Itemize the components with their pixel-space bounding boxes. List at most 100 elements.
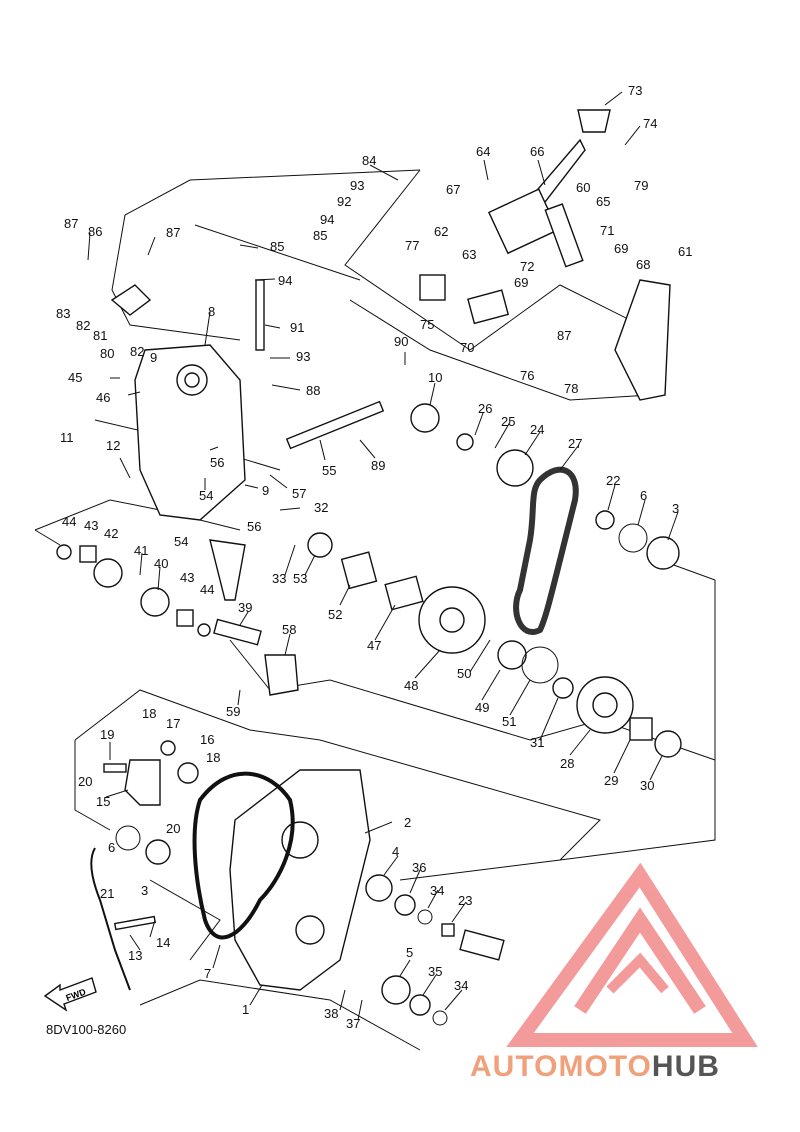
callout-15: 15 bbox=[96, 794, 110, 809]
gasket-7 bbox=[192, 771, 295, 940]
callout-76: 76 bbox=[520, 368, 534, 383]
callout-36: 36 bbox=[412, 860, 426, 875]
callout-49: 49 bbox=[475, 700, 489, 715]
callout-47: 47 bbox=[367, 638, 381, 653]
callout-87: 87 bbox=[166, 225, 180, 240]
callout-42: 42 bbox=[104, 526, 118, 541]
callout-6: 6 bbox=[108, 840, 115, 855]
callout-1: 1 bbox=[242, 1002, 249, 1017]
callout-55: 55 bbox=[322, 463, 336, 478]
circlip-51 bbox=[521, 646, 559, 684]
callout-88: 88 bbox=[306, 383, 320, 398]
callout-62: 62 bbox=[434, 224, 448, 239]
spacer-43 bbox=[79, 545, 97, 563]
collar-22 bbox=[595, 510, 615, 530]
callout-21: 21 bbox=[100, 886, 114, 901]
watermark-text: AUTOMOTOHUB bbox=[470, 1050, 720, 1084]
callout-4: 4 bbox=[392, 844, 399, 859]
callout-93: 93 bbox=[350, 178, 364, 193]
callout-75: 75 bbox=[420, 317, 434, 332]
sprocket-24 bbox=[496, 449, 534, 487]
callout-12: 12 bbox=[106, 438, 120, 453]
callout-33: 33 bbox=[272, 571, 286, 586]
drive-chain-27 bbox=[513, 466, 579, 635]
parts bbox=[43, 109, 682, 1026]
pin-19 bbox=[103, 763, 127, 773]
callout-26: 26 bbox=[478, 401, 492, 416]
callout-43: 43 bbox=[84, 518, 98, 533]
callout-78: 78 bbox=[564, 381, 578, 396]
callout-91: 91 bbox=[290, 320, 304, 335]
fwd-label: FWD bbox=[65, 986, 88, 1003]
callout-29: 29 bbox=[604, 773, 618, 788]
callout-25: 25 bbox=[501, 414, 515, 429]
shift-arm-61 bbox=[614, 279, 671, 401]
callout-18: 18 bbox=[142, 706, 156, 721]
callout-41: 41 bbox=[134, 543, 148, 558]
callout-84: 84 bbox=[362, 153, 376, 168]
seal-3-lower bbox=[145, 839, 171, 865]
callout-90: 90 bbox=[394, 334, 408, 349]
callout-22: 22 bbox=[606, 473, 620, 488]
shaft-55 bbox=[285, 400, 385, 450]
callout-56: 56 bbox=[247, 519, 261, 534]
collar-36 bbox=[394, 894, 416, 916]
callout-9: 9 bbox=[262, 483, 269, 498]
callout-69: 69 bbox=[614, 241, 628, 256]
callout-64: 64 bbox=[476, 144, 490, 159]
callout-52: 52 bbox=[328, 607, 342, 622]
shaft-stub bbox=[459, 929, 505, 961]
callout-3: 3 bbox=[141, 883, 148, 898]
callout-74: 74 bbox=[643, 116, 657, 131]
callout-48: 48 bbox=[404, 678, 418, 693]
callout-94: 94 bbox=[320, 212, 334, 227]
callout-66: 66 bbox=[530, 144, 544, 159]
circlip-34 bbox=[417, 909, 433, 925]
callout-80: 80 bbox=[100, 346, 114, 361]
callout-69: 69 bbox=[514, 275, 528, 290]
callout-28: 28 bbox=[560, 756, 574, 771]
spring-39 bbox=[213, 618, 262, 646]
callout-16: 16 bbox=[200, 732, 214, 747]
spacer-43b bbox=[176, 609, 194, 627]
case-1 bbox=[229, 769, 371, 991]
fwd-arrow bbox=[43, 977, 97, 1012]
callout-38: 38 bbox=[324, 1006, 338, 1021]
callout-67: 67 bbox=[446, 182, 460, 197]
callout-34: 34 bbox=[454, 978, 468, 993]
callout-5: 5 bbox=[406, 945, 413, 960]
callout-93: 93 bbox=[296, 349, 310, 364]
callout-83: 83 bbox=[56, 306, 70, 321]
spring-52 bbox=[340, 551, 378, 590]
collar-35 bbox=[409, 994, 431, 1016]
leader-lines bbox=[87, 91, 679, 1021]
callout-54: 54 bbox=[199, 488, 213, 503]
gear-40 bbox=[140, 587, 170, 617]
callout-20: 20 bbox=[78, 774, 92, 789]
collar-17 bbox=[160, 740, 176, 756]
callout-72: 72 bbox=[520, 259, 534, 274]
watermark-text-b: HUB bbox=[651, 1050, 720, 1083]
callout-63: 63 bbox=[462, 247, 476, 262]
watermark-logo bbox=[506, 862, 758, 1047]
callout-71: 71 bbox=[600, 223, 614, 238]
callout-17: 17 bbox=[166, 716, 180, 731]
shift-knob bbox=[577, 109, 611, 133]
callout-94: 94 bbox=[278, 273, 292, 288]
seal-4 bbox=[365, 874, 393, 902]
callout-18: 18 bbox=[206, 750, 220, 765]
bracket-75 bbox=[419, 274, 446, 301]
circlip-34b bbox=[432, 1010, 448, 1026]
callout-53: 53 bbox=[293, 571, 307, 586]
callout-10: 10 bbox=[428, 370, 442, 385]
callout-65: 65 bbox=[596, 194, 610, 209]
seal-5 bbox=[381, 975, 411, 1005]
callout-44: 44 bbox=[62, 514, 76, 529]
callout-77: 77 bbox=[405, 238, 419, 253]
watermark-text-a: AUTOMOTO bbox=[470, 1050, 652, 1083]
callout-54: 54 bbox=[174, 534, 188, 549]
callout-58: 58 bbox=[282, 622, 296, 637]
